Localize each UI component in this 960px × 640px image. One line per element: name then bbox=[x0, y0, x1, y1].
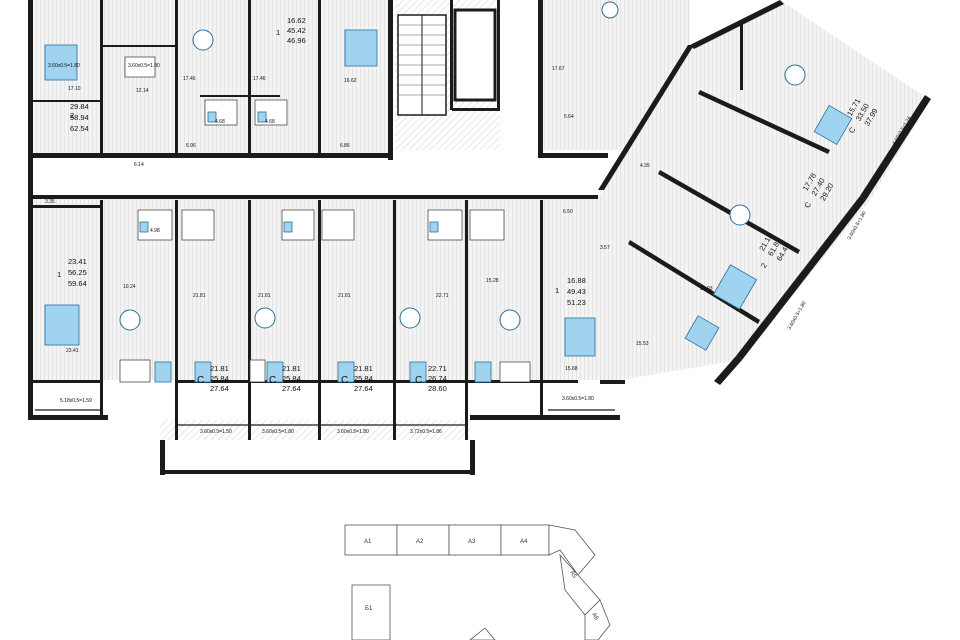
unit-s4-area-total: 26.74 bbox=[428, 374, 447, 383]
balcony-label-4: 3.60x0.5=1.50 bbox=[200, 429, 232, 435]
section-a6: А6 bbox=[590, 612, 599, 622]
section-a3: А3 bbox=[468, 539, 476, 545]
unit-s5-room-4: 3.57 bbox=[600, 245, 610, 251]
unit-w1-room-2: 4.98 bbox=[150, 228, 160, 234]
unit-s1-room: 21.81 bbox=[193, 293, 206, 299]
unit-n1-room-3: 16.62 bbox=[344, 78, 357, 84]
unit-n1-area-with-balcony: 46.96 bbox=[287, 36, 306, 45]
unit-n1-room-4: 4.68 bbox=[215, 119, 225, 125]
unit-nw2-type: 2 bbox=[70, 111, 74, 120]
unit-n1-area-total: 45.42 bbox=[287, 26, 306, 35]
outer-walls bbox=[28, 0, 931, 475]
unit-s3-area-with-balcony: 27.64 bbox=[354, 384, 373, 393]
unit-w1-room-3: 6.14 bbox=[134, 162, 144, 168]
unit-n1-room-1: 17.46 bbox=[183, 76, 196, 82]
unit-n1-room-2: 17.46 bbox=[253, 76, 266, 82]
unit-s5-room-1: 15.68 bbox=[565, 366, 578, 372]
unit-s1-area-total: 25.84 bbox=[210, 374, 229, 383]
unit-n1-room-8: 12.14 bbox=[136, 88, 149, 94]
room-label-2: 5.64 bbox=[564, 114, 574, 120]
unit-s4-type: С bbox=[415, 375, 422, 386]
balcony-label-5: 3.60x0.5=1.80 bbox=[262, 429, 294, 435]
unit-s5-type: 1 bbox=[555, 286, 559, 295]
unit-s2-area-total: 25.84 bbox=[282, 374, 301, 383]
unit-s2-room: 21.81 bbox=[258, 293, 271, 299]
room-label-1: 17.67 bbox=[552, 66, 565, 72]
balcony-label-11: 3.60x0.5=1.80 bbox=[787, 300, 808, 331]
unit-s5-area-total: 49.43 bbox=[567, 287, 586, 296]
room-label-3: 4.35 bbox=[640, 163, 650, 169]
unit-s5-room-3: 6.50 bbox=[563, 209, 573, 215]
unit-nw2-area-living: 29.84 bbox=[70, 102, 89, 111]
unit-w1-area-living: 23.41 bbox=[68, 257, 87, 266]
unit-n1-type: 1 bbox=[276, 28, 280, 37]
unit-s1-type: С bbox=[197, 375, 204, 386]
unit-w1-room-4: 3.35 bbox=[45, 199, 55, 205]
balcony-label-7: 3.72x0.5=1.86 bbox=[410, 429, 442, 435]
unit-s4-area-living: 22.71 bbox=[428, 364, 447, 373]
unit-e3-type: 2 bbox=[759, 262, 769, 270]
unit-s3-area-living: 21.81 bbox=[354, 364, 373, 373]
room-label-5: 14.93 bbox=[700, 286, 713, 292]
balcony-label-2: 3.60x0.5=1.80 bbox=[128, 63, 160, 69]
partitions bbox=[33, 0, 830, 440]
site-plan-labels: А1 А2 А3 А4 А5 А6 Б1 bbox=[364, 539, 599, 622]
unit-s4-room: 22.71 bbox=[436, 293, 449, 299]
tables bbox=[119, 1, 806, 331]
unit-s2-area-living: 21.81 bbox=[282, 364, 301, 373]
unit-w1-room-5: 10.24 bbox=[123, 284, 136, 290]
unit-n1-room-5: 4.68 bbox=[265, 119, 275, 125]
corridor bbox=[40, 160, 600, 192]
unit-e2-type: С bbox=[803, 200, 814, 210]
unit-w1-type: 1 bbox=[57, 270, 61, 279]
unit-w1-room-1: 23.41 bbox=[66, 348, 79, 354]
bathrooms bbox=[137, 99, 505, 241]
unit-s4-area-with-balcony: 28.60 bbox=[428, 384, 447, 393]
unit-labels: 2 29.84 58.94 62.54 17.10 16.62 45.42 46… bbox=[45, 16, 880, 393]
unit-s2-area-with-balcony: 27.64 bbox=[282, 384, 301, 393]
balcony-label-6: 3.60x0.5=1.80 bbox=[337, 429, 369, 435]
unit-s5-area-with-balcony: 51.23 bbox=[567, 298, 586, 307]
unit-s3-room: 21.81 bbox=[338, 293, 351, 299]
balcony-label-1: 3.60x0.5=1.80 bbox=[48, 63, 80, 69]
room-label-4: 15.53 bbox=[636, 341, 649, 347]
section-b1: Б1 bbox=[365, 606, 373, 612]
sofas bbox=[119, 56, 531, 383]
unit-s1-area-with-balcony: 27.64 bbox=[210, 384, 229, 393]
unit-w1-area-with-balcony: 59.64 bbox=[68, 279, 87, 288]
unit-n1-room-7: 6.96 bbox=[186, 143, 196, 149]
unit-w1-area-total: 56.25 bbox=[68, 268, 87, 277]
unit-s5-area-living: 16.88 bbox=[567, 276, 586, 285]
unit-s2-type: С bbox=[269, 375, 276, 386]
unit-nw2-area-with-balcony: 62.54 bbox=[70, 124, 89, 133]
unit-s3-type: С bbox=[341, 375, 348, 386]
balcony-label-8: 3.60x0.5=1.80 bbox=[562, 396, 594, 402]
site-plan bbox=[344, 524, 611, 640]
unit-nw2-area-total: 58.94 bbox=[70, 113, 89, 122]
stairwell bbox=[397, 8, 497, 116]
section-a4: А4 bbox=[520, 539, 528, 545]
unit-n1-area-living: 16.62 bbox=[287, 16, 306, 25]
balcony-label-3: 5.18x0.5=1.59 bbox=[60, 398, 92, 404]
unit-n1-room-6: 6.86 bbox=[340, 143, 350, 149]
section-a5: А5 bbox=[568, 570, 577, 580]
unit-nw2-room: 17.10 bbox=[68, 86, 81, 92]
unit-s1-area-living: 21.81 bbox=[210, 364, 229, 373]
balconies-rails bbox=[35, 409, 615, 426]
unit-s3-area-total: 25.84 bbox=[354, 374, 373, 383]
unit-e1-type: С bbox=[847, 125, 858, 135]
beds bbox=[44, 29, 853, 383]
section-a1: А1 bbox=[364, 539, 372, 545]
unit-s5-room-2: 15.28 bbox=[486, 278, 499, 284]
section-a2: А2 bbox=[416, 539, 424, 545]
